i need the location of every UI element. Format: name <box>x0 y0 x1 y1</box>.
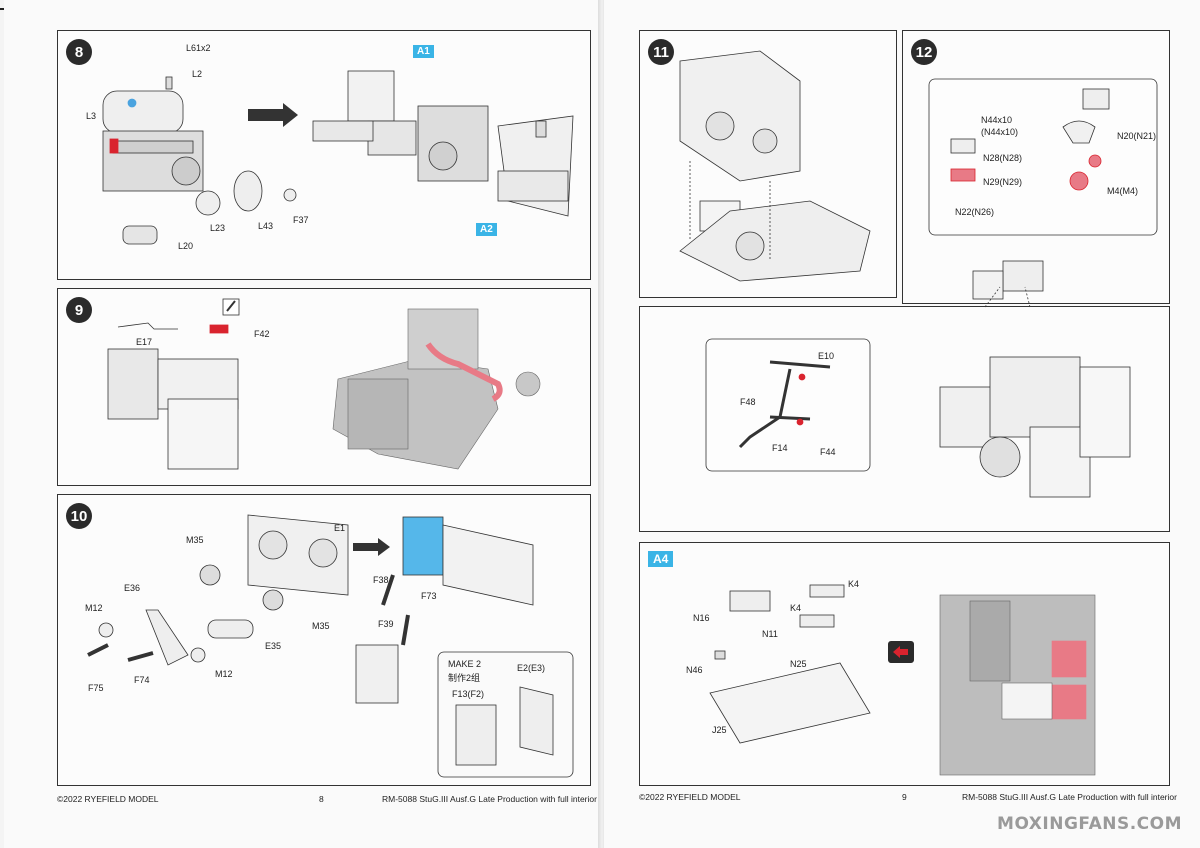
label-f74: F74 <box>134 675 150 685</box>
footer-copyright: ©2022 RYEFIELD MODEL <box>639 792 741 802</box>
label-m12a: M12 <box>85 603 103 613</box>
label-f37: F37 <box>293 215 309 225</box>
label-f39: F39 <box>378 619 394 629</box>
label-n29: N29(N29) <box>983 177 1023 187</box>
label-l23: L23 <box>210 223 226 233</box>
label-e1: E1 <box>334 523 346 533</box>
label-f14: F14 <box>772 443 788 453</box>
label-l61x2: L61x2 <box>186 43 211 53</box>
step-number: 10 <box>66 503 92 529</box>
label-k4-top: K4 <box>848 579 860 589</box>
label-e35: E35 <box>265 641 282 651</box>
label-f42: F42 <box>254 329 270 339</box>
label-e2-e3: E2(E3) <box>517 663 546 673</box>
right-page: 11 12 <box>604 0 1200 848</box>
label-f75: F75 <box>88 683 104 693</box>
label-n46: N46 <box>686 665 703 675</box>
step-8-panel: 8 <box>57 30 591 280</box>
label-f44: F44 <box>820 447 836 457</box>
label-f38: F38 <box>373 575 389 585</box>
step-number: 12 <box>911 39 937 65</box>
label-l20: L20 <box>178 241 194 251</box>
label-n28: N28(N28) <box>983 153 1023 163</box>
label-n11: N11 <box>762 629 778 639</box>
a4-panel: A4 K4 K4 N16 N11 N46 N25 J25 <box>639 542 1170 786</box>
footer-page-number: 8 <box>319 794 324 804</box>
fuel-line-parts-callout <box>928 78 1158 300</box>
step-12-panel: 12 N44x10 (N44x10) N28(N28) N29(N29) N22… <box>902 30 1170 304</box>
floor-plate-drawing <box>709 584 1096 776</box>
label-n16: N16 <box>693 613 710 623</box>
label-n25: N25 <box>790 659 807 669</box>
footer-copyright: ©2022 RYEFIELD MODEL <box>57 794 159 804</box>
fan-assembly-drawing <box>87 514 574 778</box>
footer-product: RM-5088 StuG.III Ausf.G Late Production … <box>962 792 1177 802</box>
engine-bay-drawing <box>679 50 871 282</box>
step-number: 11 <box>648 39 674 65</box>
inset-make-cn: 制作2组 <box>448 673 481 683</box>
step-11-panel: 11 <box>639 30 897 298</box>
step-12-lower-panel: E10 F48 F14 F44 <box>639 286 1170 532</box>
step-number: 9 <box>66 297 92 323</box>
footer-product: RM-5088 StuG.III Ausf.G Late Production … <box>382 794 597 804</box>
engine-assembly-drawing <box>102 70 574 245</box>
label-e36: E36 <box>124 583 141 593</box>
step-9-panel: 9 E17 F42 <box>57 288 591 486</box>
label-k4: K4 <box>790 603 802 613</box>
label-m35b: M35 <box>312 621 330 631</box>
page-gutter <box>598 0 606 848</box>
step-number: 8 <box>66 39 92 65</box>
inset-make: MAKE 2 <box>448 659 482 669</box>
fuel-line-assembly-drawing <box>705 286 1131 498</box>
tag-a2: A2 <box>476 223 497 236</box>
step-10-panel: 10 <box>57 494 591 786</box>
label-f73: F73 <box>421 591 437 601</box>
label-f13-f2: F13(F2) <box>452 689 485 699</box>
label-e17: E17 <box>136 337 153 347</box>
label-l2: L2 <box>192 69 203 79</box>
left-page: 8 <box>4 0 600 848</box>
watermark-text: MOXINGFANS.COM <box>997 814 1182 834</box>
label-m12b: M12 <box>215 669 233 679</box>
tag-a1: A1 <box>413 45 434 58</box>
label-m4: M4(M4) <box>1107 186 1138 196</box>
label-n44x10: N44x10 <box>981 115 1013 125</box>
label-m35a: M35 <box>186 535 204 545</box>
label-n44x10-alt: (N44x10) <box>981 127 1019 137</box>
tag-a4: A4 <box>648 551 674 567</box>
label-l3: L3 <box>86 111 97 121</box>
label-n22: N22(N26) <box>955 207 995 217</box>
label-e10: E10 <box>818 351 835 361</box>
footer-page-number: 9 <box>902 792 907 802</box>
label-f48: F48 <box>740 397 756 407</box>
gearbox-assembly-drawing <box>107 298 541 470</box>
label-n20: N20(N21) <box>1117 131 1157 141</box>
label-l43: L43 <box>258 221 274 231</box>
label-j25: J25 <box>712 725 727 735</box>
